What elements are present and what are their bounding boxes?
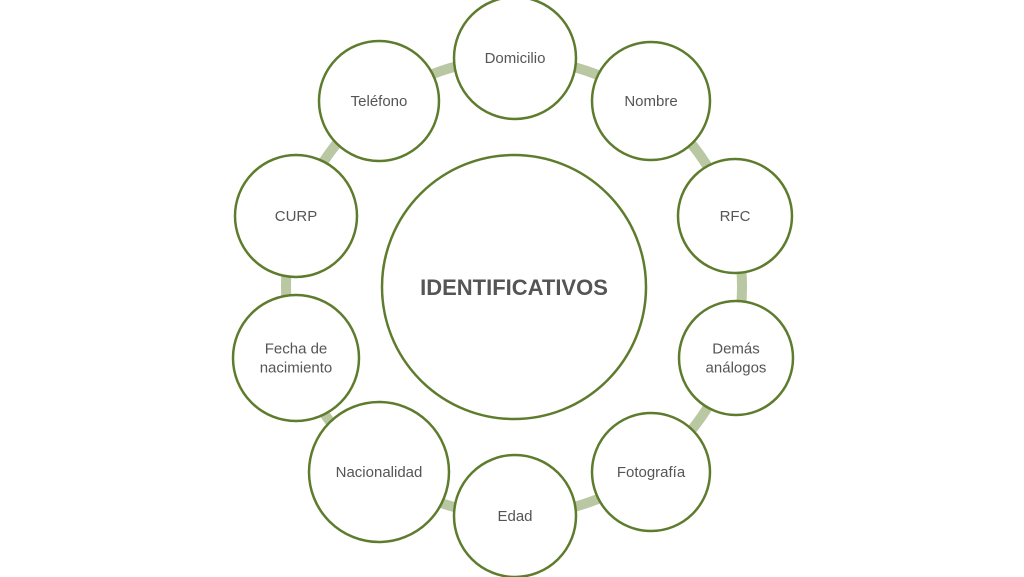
node-curp: CURP [233,153,359,279]
node-label: Edad [497,508,532,525]
node-telefono: Teléfono [317,39,441,163]
node-rfc: RFC [676,157,794,275]
node-label: Teléfono [351,93,408,110]
node-circle [677,299,795,417]
node-label: Domicilio [485,50,546,67]
node-label: RFC [720,208,751,225]
node-label: Nombre [624,93,677,110]
node-demas-analogos: Demás análogos [677,299,795,417]
center-node-circle [380,153,648,421]
node-label: Fecha de [265,341,328,358]
node-fotografia: Fotografía [590,411,712,533]
node-circle [590,411,712,533]
node-nombre: Nombre [590,40,712,162]
node-fecha-de-nacimiento: Fecha de nacimiento [231,293,361,423]
node-nacionalidad: Nacionalidad [307,400,451,544]
node-circle [452,0,578,121]
node-circle [231,293,361,423]
node-circle [676,157,794,275]
node-circle [452,453,578,577]
node-circle [590,40,712,162]
node-circle [317,39,441,163]
node-edad: Edad [452,453,578,577]
node-label: Nacionalidad [336,464,423,481]
node-label: Fotografía [617,464,686,481]
node-domicilio: Domicilio [452,0,578,121]
node-label: Demás [712,341,760,358]
node-label: análogos [706,360,767,377]
node-label: CURP [275,208,318,225]
node-label: nacimiento [260,360,333,377]
center-node: IDENTIFICATIVOS [380,153,648,421]
node-circle [233,153,359,279]
center-node-label: IDENTIFICATIVOS [420,275,608,300]
node-circle [307,400,451,544]
